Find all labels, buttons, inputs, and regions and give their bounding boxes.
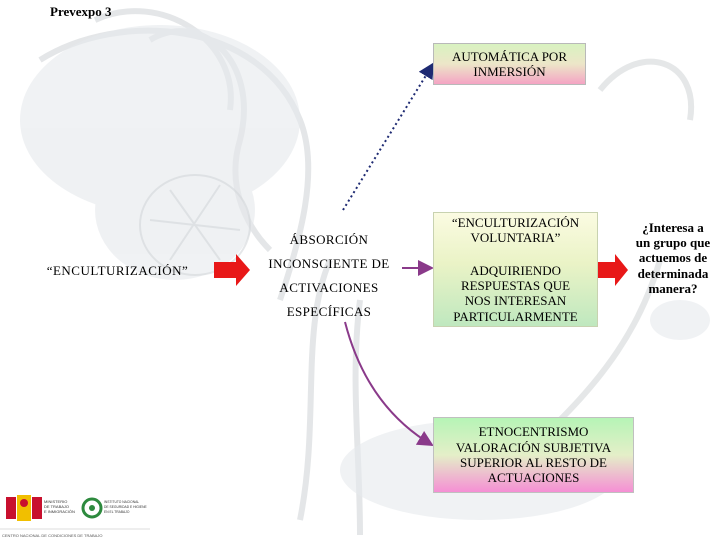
page-title: Prevexpo 3 xyxy=(50,4,112,19)
svg-text:DE TRABAJO: DE TRABAJO xyxy=(44,504,69,509)
institutional-logos: MINISTERIO DE TRABAJO E INMIGRACIÓN INST… xyxy=(0,489,150,540)
node-voluntaria-box: “ENCULTURIZACIÓN VOLUNTARIA” ADQUIRIENDO… xyxy=(433,212,598,327)
svg-text:DE SEGURIDAD E HIGIENE: DE SEGURIDAD E HIGIENE xyxy=(104,505,147,509)
node-automatica-box: AUTOMÁTICA POR INMERSIÓN xyxy=(433,43,586,85)
svg-text:E INMIGRACIÓN: E INMIGRACIÓN xyxy=(44,509,75,514)
node-absorcion: ÁBSORCIÓN INCONSCIENTE DE ACTIVACIONES E… xyxy=(268,232,390,319)
node-etnocentrismo-box: ETNOCENTRISMO VALORACIÓN SUBJETIVA SUPER… xyxy=(433,417,634,493)
node-adquiriendo-label: ADQUIRIENDO RESPUESTAS QUE NOS INTERESAN… xyxy=(453,262,578,324)
svg-text:MINISTERIO: MINISTERIO xyxy=(44,499,67,504)
svg-text:CENTRO NACIONAL DE CONDICIONES: CENTRO NACIONAL DE CONDICIONES DE TRABAJ… xyxy=(2,533,102,538)
svg-text:INSTITUTO NACIONAL: INSTITUTO NACIONAL xyxy=(104,500,139,504)
red-arrow-left xyxy=(214,254,250,286)
institute-logo-icon xyxy=(81,497,103,519)
node-etnocentrismo-label: ETNOCENTRISMO VALORACIÓN SUBJETIVA SUPER… xyxy=(455,424,612,486)
node-automatica-label: AUTOMÁTICA POR INMERSIÓN xyxy=(452,48,567,79)
red-arrow-right xyxy=(598,254,628,286)
node-enculturizacion: “ENCULTURIZACIÓN” xyxy=(46,263,189,278)
question-text: ¿Interesa a un grupo que actuemos de det… xyxy=(635,220,711,296)
node-voluntaria-label: “ENCULTURIZACIÓN VOLUNTARIA” xyxy=(451,215,580,246)
curved-arrow-etnocentrismo xyxy=(344,321,434,447)
dotted-arrow-automatica xyxy=(342,62,435,211)
svg-text:EN EL TRABAJO: EN EL TRABAJO xyxy=(104,510,130,514)
spain-coat-of-arms-icon xyxy=(6,495,42,521)
